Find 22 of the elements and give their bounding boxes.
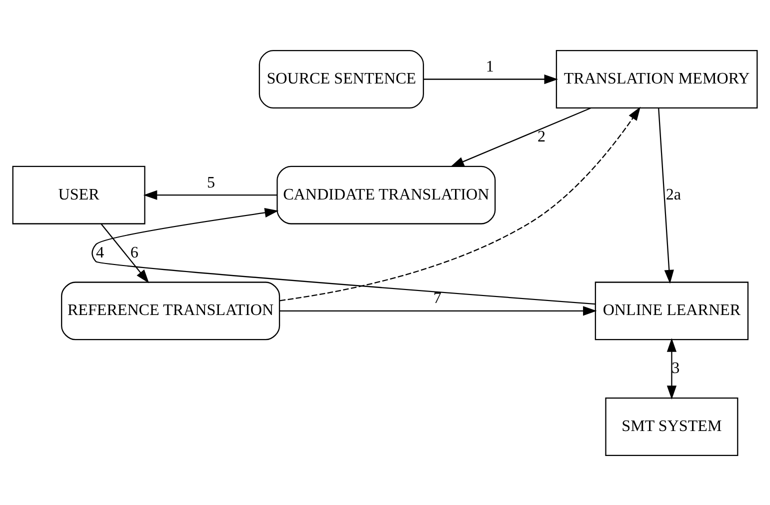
arrow — [92, 207, 596, 304]
edge-label: 1 — [486, 58, 494, 75]
node-box: SOURCE SENTENCE — [258, 50, 424, 108]
edge-label: 2a — [666, 186, 681, 203]
node-box: TRANSLATION MEMORY — [556, 50, 758, 108]
edge-label: 4 — [96, 244, 104, 261]
arrow — [658, 108, 674, 284]
arrow — [100, 223, 150, 283]
arrow — [280, 106, 641, 301]
node-box: ONLINE LEARNER — [594, 281, 749, 340]
edge-label: 6 — [130, 244, 138, 261]
node-box: SMT SYSTEM — [605, 397, 738, 456]
node-box: CANDIDATE TRANSLATION — [276, 165, 496, 224]
arrow — [143, 190, 278, 200]
edge-label: 7 — [433, 290, 442, 307]
node-box: REFERENCE TRANSLATION — [61, 281, 280, 340]
arrow — [423, 74, 558, 84]
arrow — [280, 306, 597, 316]
edge-label: 5 — [206, 174, 215, 191]
arrow — [450, 107, 592, 167]
node-box: USER — [12, 165, 146, 224]
edge-label: 2 — [538, 128, 546, 145]
